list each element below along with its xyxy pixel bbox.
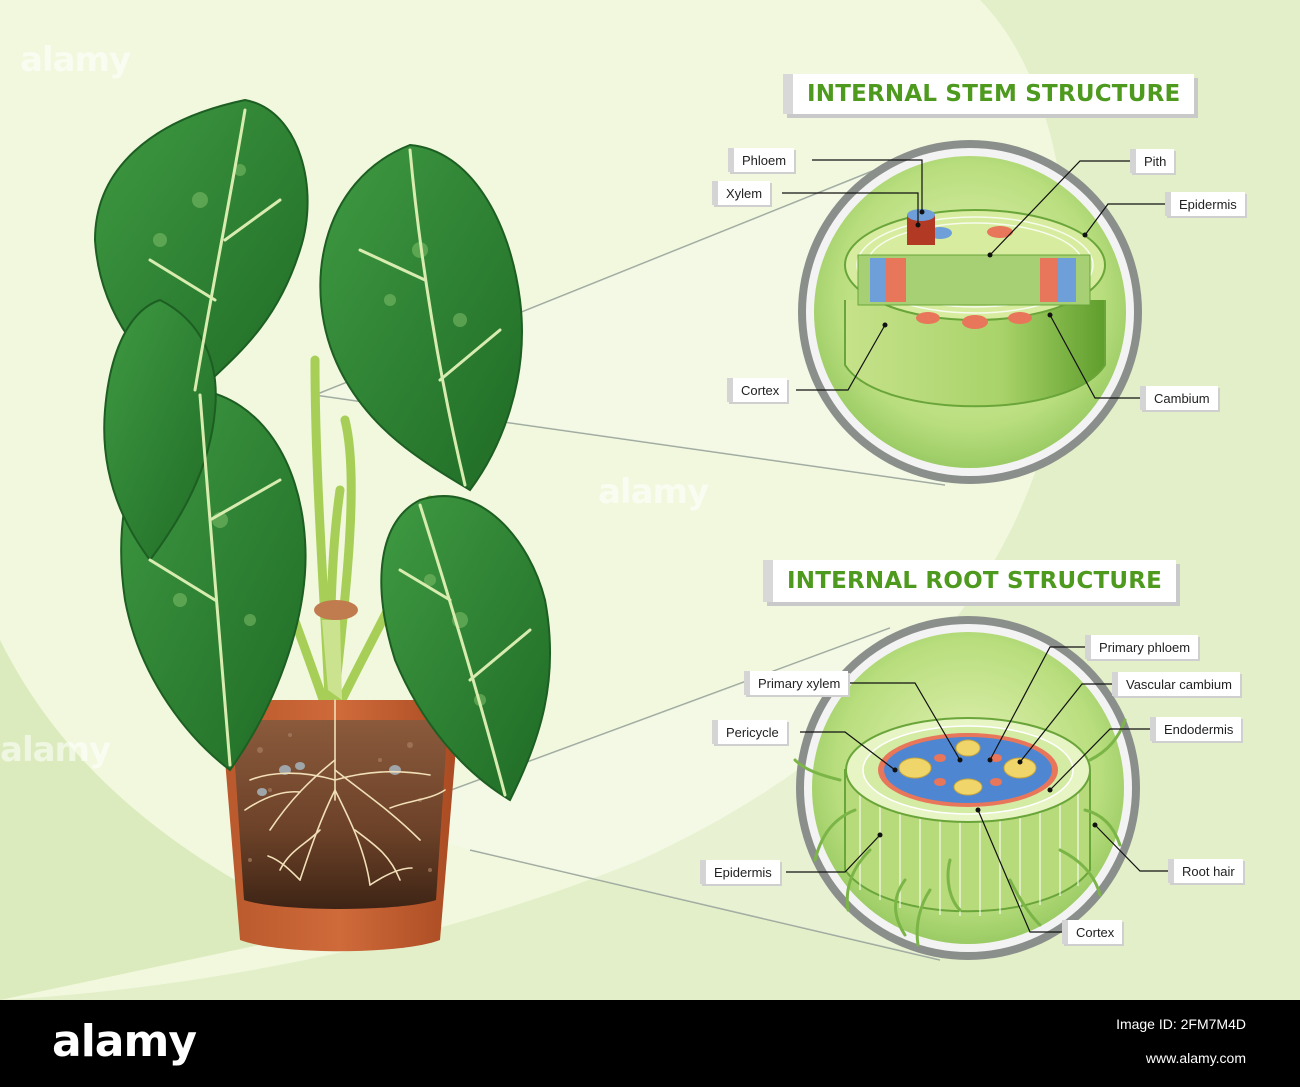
label-root-hair-text: Root hair bbox=[1182, 863, 1235, 879]
stem-collar bbox=[314, 600, 358, 620]
watermark: alamy bbox=[598, 472, 709, 512]
vascular-core bbox=[884, 737, 1052, 803]
title-accent-bar bbox=[763, 560, 773, 602]
watermark: alamy bbox=[0, 730, 111, 770]
vascular-bundles bbox=[870, 226, 1076, 329]
label-stem-epidermis-text: Epidermis bbox=[1179, 196, 1237, 212]
roots bbox=[244, 699, 446, 886]
label-xylem: Xylem bbox=[712, 181, 771, 205]
site-url[interactable]: www.alamy.com bbox=[1145, 1050, 1246, 1066]
leaf-bottom-right bbox=[380, 495, 552, 802]
leader-dots bbox=[877, 209, 1098, 838]
stem-title-text: INTERNAL STEM STRUCTURE bbox=[807, 81, 1181, 107]
label-primary-phloem-text: Primary phloem bbox=[1099, 639, 1191, 655]
stem-cross-section-side bbox=[845, 300, 1105, 407]
label-primary-xylem: Primary xylem bbox=[744, 671, 849, 695]
label-phloem-text: Phloem bbox=[742, 152, 787, 168]
footer-bar: alamy Image ID: 2FM7M4D www.alamy.com bbox=[0, 1000, 1300, 1087]
soil-cutaway bbox=[232, 720, 448, 909]
label-root-epidermis: Epidermis bbox=[700, 860, 780, 884]
root-title-text: INTERNAL ROOT STRUCTURE bbox=[787, 568, 1163, 594]
label-xylem-text: Xylem bbox=[726, 185, 763, 201]
label-phloem: Phloem bbox=[728, 148, 795, 172]
xylem-phloem-pillar bbox=[907, 209, 935, 245]
potted-plant bbox=[93, 98, 552, 952]
label-root-cortex-text: Cortex bbox=[1076, 924, 1115, 940]
label-root-epidermis-text: Epidermis bbox=[714, 864, 772, 880]
label-primary-phloem: Primary phloem bbox=[1085, 635, 1199, 659]
primary-phloem-patches bbox=[934, 754, 1002, 786]
watermark: alamy bbox=[20, 40, 131, 80]
label-endodermis-text: Endodermis bbox=[1164, 721, 1234, 737]
stem-structure-title: INTERNAL STEM STRUCTURE bbox=[783, 74, 1195, 114]
title-accent-bar bbox=[783, 74, 793, 114]
diagram-illustration bbox=[0, 0, 1168, 1000]
label-stem-epidermis: Epidermis bbox=[1165, 192, 1245, 216]
label-cambium-text: Cambium bbox=[1154, 390, 1210, 406]
label-pericycle-text: Pericycle bbox=[726, 724, 779, 740]
label-root-hair: Root hair bbox=[1168, 859, 1243, 883]
label-primary-xylem-text: Primary xylem bbox=[758, 675, 841, 691]
label-pith: Pith bbox=[1130, 149, 1175, 173]
diagram-canvas: INTERNAL STEM STRUCTURE INTERNAL ROOT ST… bbox=[0, 0, 1245, 1000]
root-connector-top bbox=[369, 627, 891, 821]
main-stem-base bbox=[322, 620, 342, 700]
leaf-top-right bbox=[319, 143, 523, 492]
label-vascular-cambium-text: Vascular cambium bbox=[1126, 676, 1232, 692]
root-hairs bbox=[793, 718, 1127, 947]
leaves bbox=[93, 98, 552, 802]
primary-xylem-arms bbox=[898, 739, 1037, 796]
alamy-logo: alamy bbox=[52, 1016, 197, 1067]
label-stem-cortex-text: Cortex bbox=[741, 382, 780, 398]
label-cambium: Cambium bbox=[1140, 386, 1218, 410]
leaf-spots bbox=[153, 164, 486, 706]
root-connector-bottom bbox=[469, 849, 941, 961]
label-pith-text: Pith bbox=[1144, 153, 1167, 169]
label-pericycle: Pericycle bbox=[712, 720, 787, 744]
root-magnifier bbox=[793, 616, 1140, 960]
label-stem-cortex: Cortex bbox=[727, 378, 788, 402]
stem-magnifier bbox=[798, 140, 1142, 484]
label-endodermis: Endodermis bbox=[1150, 717, 1242, 741]
label-root-cortex: Cortex bbox=[1062, 920, 1123, 944]
label-vascular-cambium: Vascular cambium bbox=[1112, 672, 1240, 696]
root-cell-columns bbox=[859, 790, 1079, 916]
leader-lines bbox=[782, 159, 1168, 933]
leaf-veins bbox=[148, 108, 532, 797]
image-id: Image ID: 2FM7M4D bbox=[1116, 1016, 1246, 1032]
root-structure-title: INTERNAL ROOT STRUCTURE bbox=[763, 560, 1177, 602]
root-zoom-beam bbox=[370, 628, 940, 960]
